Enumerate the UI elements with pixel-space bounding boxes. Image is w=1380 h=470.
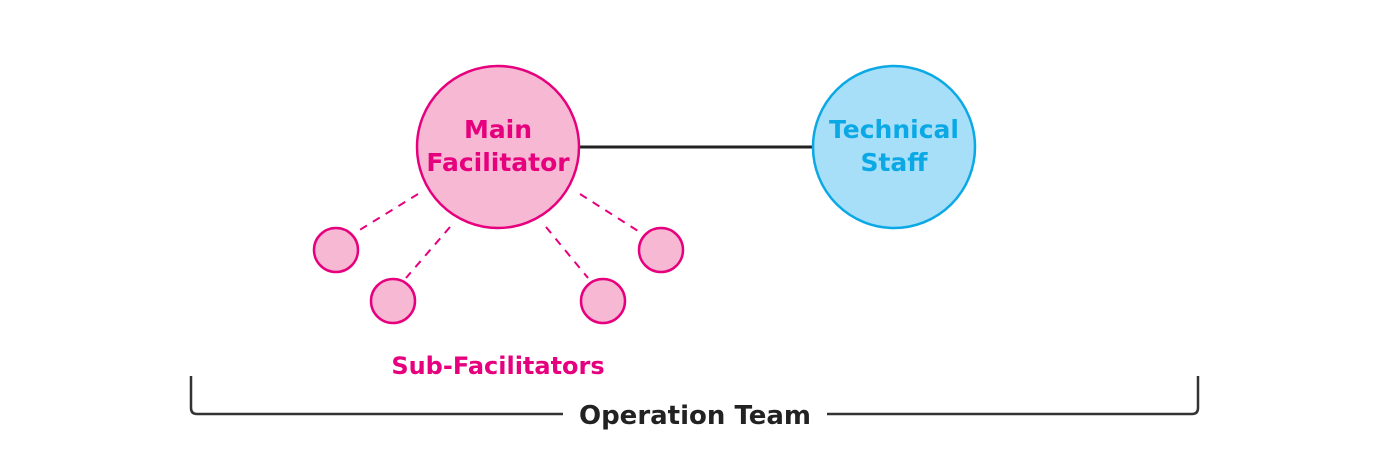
sub-facilitator-node-4 bbox=[637, 226, 685, 274]
operation-team-bracket-left bbox=[189, 376, 563, 416]
technical-staff-label-line1: Technical bbox=[829, 115, 959, 144]
sub-link-1 bbox=[357, 193, 419, 232]
sub-facilitators-label: Sub-Facilitators bbox=[391, 352, 604, 380]
sub-facilitator-node-1 bbox=[312, 226, 360, 274]
main-facilitator-label-line2: Facilitator bbox=[426, 148, 570, 177]
sub-link-2 bbox=[405, 226, 451, 279]
technical-staff-node: Technical Staff bbox=[811, 64, 977, 230]
sub-link-4 bbox=[579, 193, 639, 232]
sub-facilitator-node-3 bbox=[579, 277, 627, 325]
operation-team-bracket-right bbox=[827, 376, 1200, 416]
main-facilitator-label-line1: Main bbox=[464, 115, 532, 144]
main-facilitator-node: Main Facilitator bbox=[415, 64, 581, 230]
operation-team-label: Operation Team bbox=[579, 401, 811, 431]
sub-facilitator-node-2 bbox=[369, 277, 417, 325]
sub-link-3 bbox=[545, 226, 589, 279]
technical-staff-label-line2: Staff bbox=[860, 148, 928, 177]
